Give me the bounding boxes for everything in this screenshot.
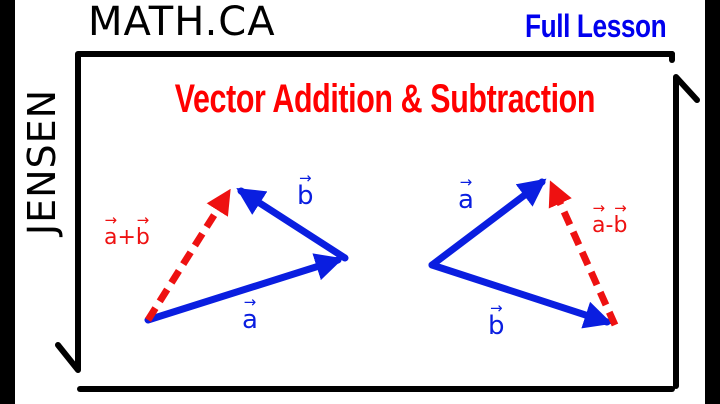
vector-a-arrow-right [428,178,547,269]
difference-label: a-b [592,201,627,238]
resultant-sum-arrow [145,188,231,322]
side-brand-text: JENSEN [20,88,64,236]
vector-a-letter-right: a [458,175,474,213]
vector-b-arrow [236,187,349,262]
vector-a-label: a [242,295,258,333]
vector-a-label-right: a [458,175,474,213]
frame-left-arrow [55,89,81,373]
vector-b-letter-right: b [488,301,505,339]
sum-label: a+b [104,213,150,250]
difference-label-b: b [613,201,627,238]
right-black-bar [705,0,720,404]
site-brand: MATH.CA [88,0,276,45]
vector-a-arrow [144,253,344,324]
frame [55,51,700,392]
sum-label-b: b [136,213,150,250]
left-black-bar [0,0,15,404]
side-brand: JENSEN [18,62,66,262]
vector-b-label-right: b [488,301,505,339]
vector-a-letter: a [242,295,258,333]
vector-b-arrow-right [428,261,613,329]
subtraction-diagram [428,178,619,329]
resultant-difference-arrow [548,180,619,327]
addition-diagram [144,187,349,324]
full-lesson-badge: Full Lesson [524,8,667,44]
vector-b-label: b [297,171,314,209]
sum-label-a: a [104,213,118,250]
difference-label-a: a [592,201,606,238]
sum-operator: + [117,225,136,250]
vector-b-letter: b [297,171,314,209]
frame-right-arrow [673,74,700,389]
difference-operator: - [605,213,614,238]
lesson-title: Vector Addition & Subtraction [174,77,596,121]
